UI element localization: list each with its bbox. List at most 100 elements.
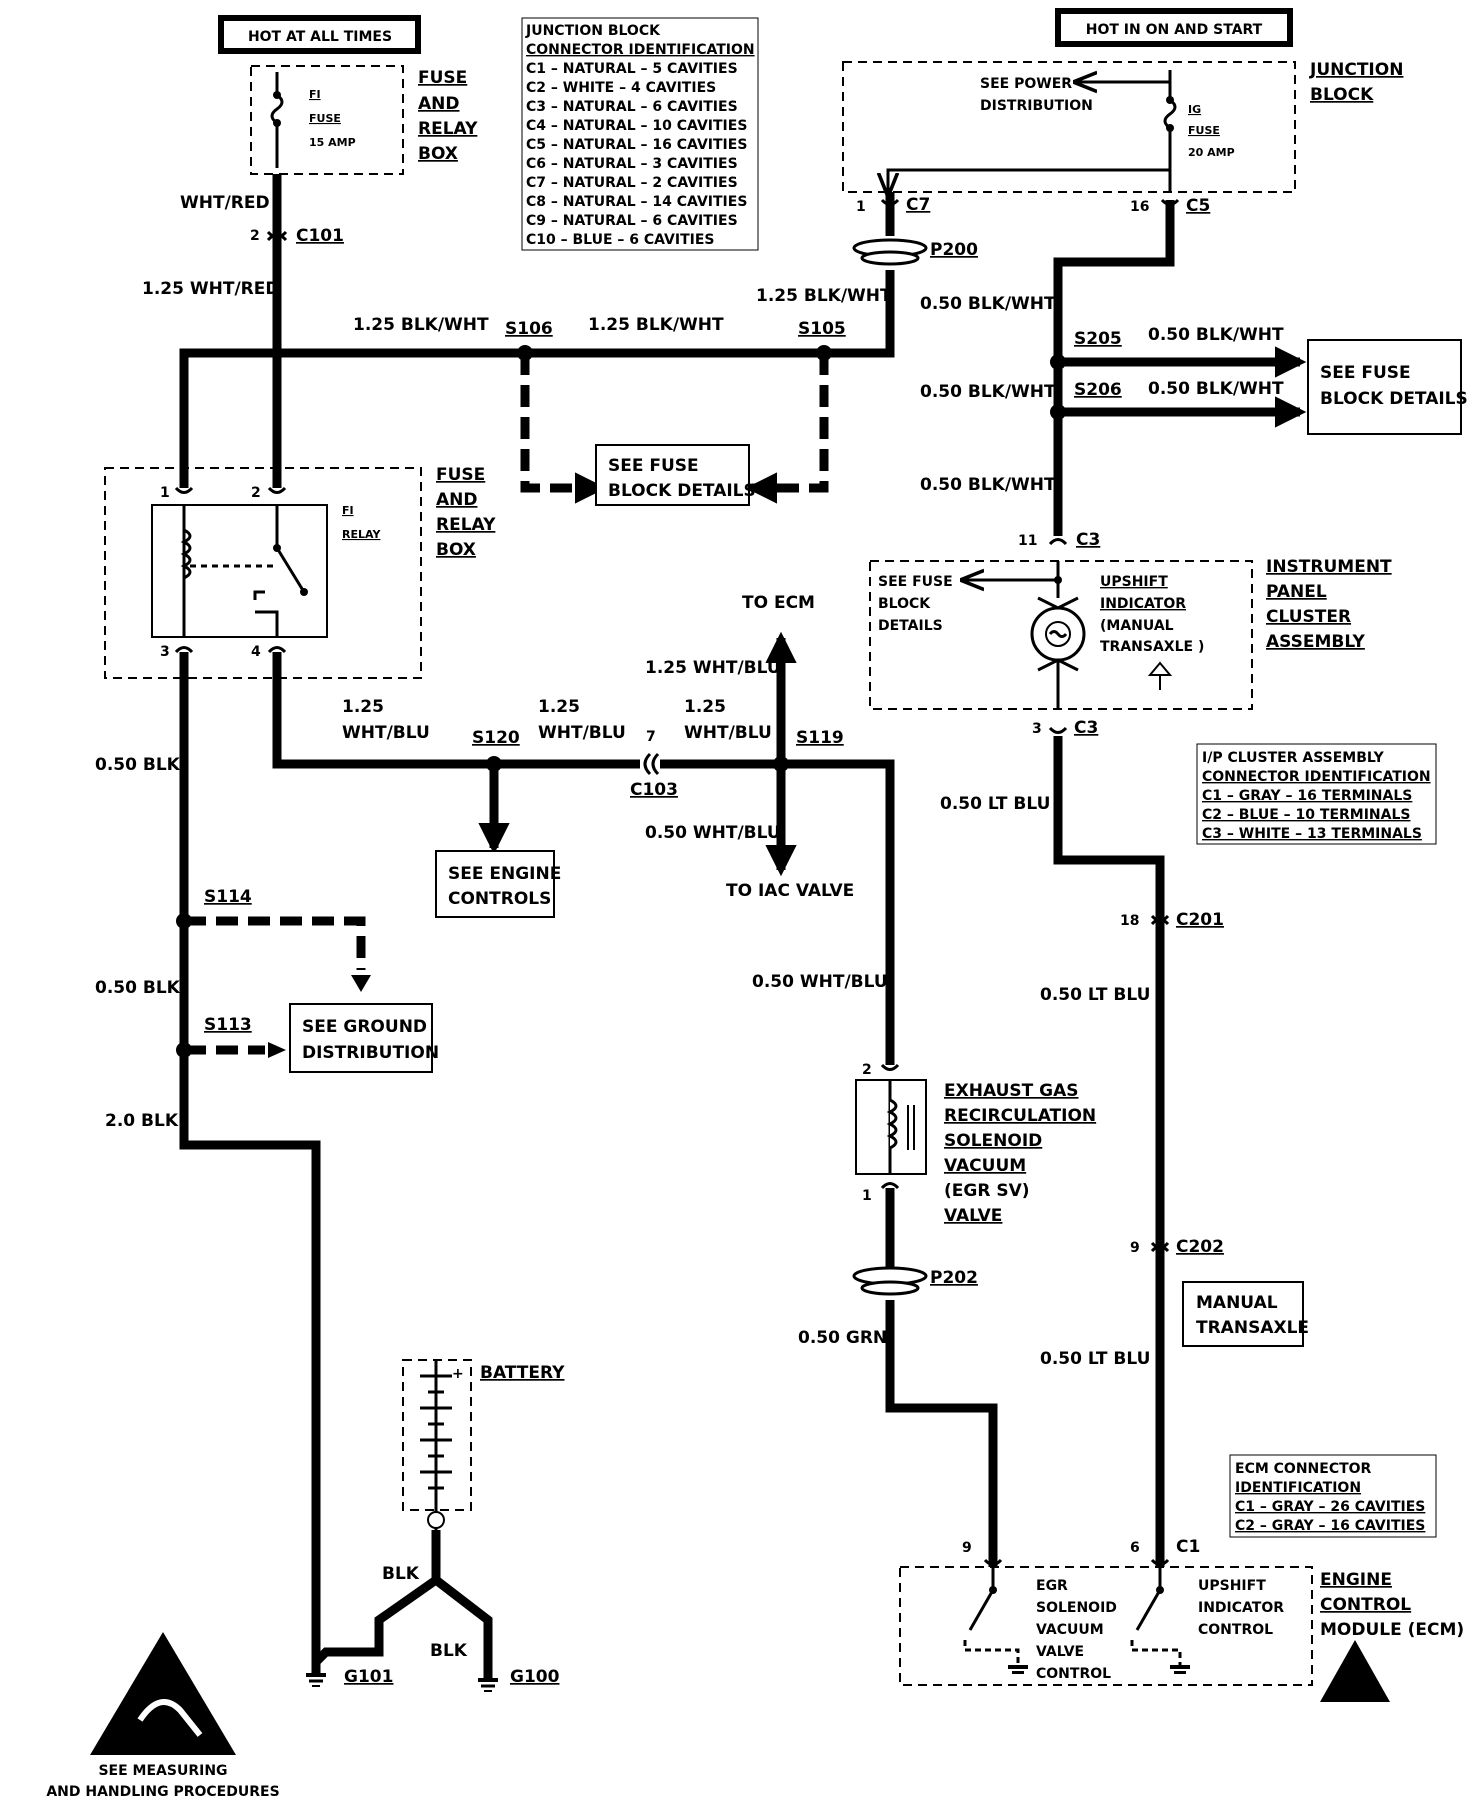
p200-label: P200 <box>930 240 978 260</box>
fi-relay-box: FI RELAY 1 2 3 4 FUSE AND RELAY BOX <box>104 465 496 679</box>
egr-label: SOLENOID <box>944 1131 1042 1151</box>
pin-label: 9 <box>1130 1240 1140 1256</box>
relay-pin: 4 <box>251 644 261 660</box>
connector-labels: 2 C101 1 C7 16 C5 P200 7 C103 11 C3 3 C3… <box>250 195 1224 1557</box>
pin-label: 2 <box>862 1062 872 1078</box>
ref-text: DISTRIBUTION <box>302 1043 439 1063</box>
ref-text: SEE FUSE <box>608 456 699 476</box>
see-engine-controls-box: SEE ENGINE CONTROLS <box>435 850 561 918</box>
banner-hot-in-on-and-start: HOT IN ON AND START <box>1055 8 1293 47</box>
pin-label: 7 <box>646 729 656 745</box>
cluster-label: ASSEMBLY <box>1266 632 1366 652</box>
wire-label: 0.50 WHT/BLU <box>752 972 888 992</box>
dashed-wires <box>184 353 829 1058</box>
esd-warning: SEE MEASURING AND HANDLING PROCEDURES <box>46 1632 280 1800</box>
wire-label: 1.25 WHT/BLU <box>645 658 781 678</box>
see-fuse-block-details-box: SEE FUSE BLOCK DETAILS <box>595 444 756 506</box>
egr-label: VALVE <box>944 1206 1002 1226</box>
relay-pin: 2 <box>251 485 261 501</box>
junction-id-row: C2 – WHITE – 4 CAVITIES <box>526 80 716 96</box>
junction-id-row: C10 – BLUE – 6 CAVITIES <box>526 232 715 248</box>
junction-id-subtitle: CONNECTOR IDENTIFICATION <box>526 42 755 58</box>
cluster-see-fuse: DETAILS <box>878 618 943 634</box>
ip-id-row: C1 – GRAY – 16 TERMINALS <box>1202 788 1412 804</box>
relay-box-label: BOX <box>436 540 476 560</box>
engine-control-module: EGR SOLENOID VACUUM VALVE CONTROL UPSHIF… <box>899 1566 1464 1702</box>
splice-labels: S106 S105 S205 S206 S120 S119 S114 S113 <box>204 319 1122 1035</box>
wire-label: WHT/RED <box>180 193 270 213</box>
wire-labels: WHT/RED 1.25 WHT/RED 1.25 BLK/WHT 1.25 B… <box>95 193 1284 1661</box>
junction-block-label: BLOCK <box>1310 85 1374 105</box>
s113-label: S113 <box>204 1015 252 1035</box>
wire-label: 1.25 <box>538 697 580 717</box>
banner-hot-at-all-times: HOT AT ALL TIMES <box>218 15 421 54</box>
ecm-label: MODULE (ECM) <box>1320 1620 1464 1640</box>
junction-id-row: C7 – NATURAL – 2 CAVITIES <box>526 175 738 191</box>
junction-block-label: JUNCTION <box>1309 60 1403 80</box>
fuse-box-label: FUSE <box>418 68 467 88</box>
ecm-upshift-ctrl: UPSHIFT <box>1198 1578 1266 1594</box>
wire-label: 1.25 BLK/WHT <box>588 315 724 335</box>
wire-label: 0.50 WHT/BLU <box>645 823 781 843</box>
relay-box-label: RELAY <box>436 515 496 535</box>
battery-plus: + <box>452 1366 464 1382</box>
wire-label: 0.50 BLK/WHT <box>920 475 1056 495</box>
ig-fuse-word: FUSE <box>1188 124 1220 137</box>
junction-id-row: C3 – NATURAL – 6 CAVITIES <box>526 99 738 115</box>
manual-transaxle-box: MANUAL TRANSAXLE <box>1182 1281 1309 1347</box>
c3-bot-label: C3 <box>1074 718 1098 738</box>
cluster-label: INSTRUMENT <box>1266 557 1392 577</box>
pin-label: 6 <box>1130 1540 1140 1556</box>
s206-label: S206 <box>1074 380 1122 400</box>
upshift-label: (MANUAL <box>1100 618 1174 634</box>
ecm-id-title: ECM CONNECTOR <box>1235 1461 1372 1477</box>
c103-label: C103 <box>630 780 678 800</box>
upshift-label: TRANSAXLE ) <box>1100 639 1204 655</box>
s119-label: S119 <box>796 728 844 748</box>
c3-top-label: C3 <box>1076 530 1100 550</box>
ip-id-subtitle: CONNECTOR IDENTIFICATION <box>1202 769 1431 785</box>
ecm-id-row: C2 – GRAY – 16 CAVITIES <box>1235 1518 1425 1534</box>
ecm-egr-ctrl: VACUUM <box>1036 1622 1104 1638</box>
junction-id-row: C9 – NATURAL – 6 CAVITIES <box>526 213 738 229</box>
ip-id-title: I/P CLUSTER ASSEMBLY <box>1202 750 1385 766</box>
wire-label: BLK <box>382 1564 420 1584</box>
pin-label: 2 <box>250 228 260 244</box>
ref-text: TRANSAXLE <box>1196 1318 1309 1338</box>
cluster-see-fuse: SEE FUSE <box>878 574 953 590</box>
wire-label: BLK <box>430 1641 468 1661</box>
ref-text: CONTROLS <box>448 889 551 909</box>
ref-text: SEE ENGINE <box>448 864 561 884</box>
ref-text: SEE GROUND <box>302 1017 427 1037</box>
pin-label: 1 <box>862 1188 872 1204</box>
ecm-egr-ctrl: SOLENOID <box>1036 1600 1117 1616</box>
to-ecm-label: TO ECM <box>742 593 815 613</box>
pin-label: 1 <box>856 199 866 215</box>
ground-g101: G101 <box>306 1667 393 1687</box>
to-iac-label: TO IAC VALVE <box>726 881 854 901</box>
junction-id-title: JUNCTION BLOCK <box>525 23 661 39</box>
wire-label: 1.25 <box>342 697 384 717</box>
pin-label: 16 <box>1130 199 1149 215</box>
wire-label: 0.50 BLK/WHT <box>920 294 1056 314</box>
s106-label: S106 <box>505 319 553 339</box>
wires <box>179 174 1307 1680</box>
junction-block: SEE POWER DISTRIBUTION IG FUSE 20 AMP JU… <box>842 60 1403 192</box>
p202-label: P202 <box>930 1268 978 1288</box>
egr-label: EXHAUST GAS <box>944 1081 1079 1101</box>
relay-pin: 1 <box>160 485 170 501</box>
fi-fuse-rating: 15 AMP <box>309 136 356 149</box>
connector-symbols <box>266 198 1180 1566</box>
ip-connector-id-table: I/P CLUSTER ASSEMBLY CONNECTOR IDENTIFIC… <box>1196 743 1437 845</box>
wire-label: WHT/BLU <box>342 723 430 743</box>
direction-labels: TO ECM TO IAC VALVE <box>726 593 854 901</box>
ref-text: BLOCK DETAILS <box>1320 389 1468 409</box>
ecm-id-subtitle: IDENTIFICATION <box>1235 1480 1361 1496</box>
wire-label: 1.25 BLK/WHT <box>756 286 892 306</box>
g101-label: G101 <box>344 1667 393 1687</box>
wire-label: 2.0 BLK <box>105 1111 179 1131</box>
ecm-c1-label: C1 <box>1176 1537 1200 1557</box>
wire-label: 0.50 BLK <box>95 755 181 775</box>
esd-note: AND HANDLING PROCEDURES <box>46 1784 279 1800</box>
